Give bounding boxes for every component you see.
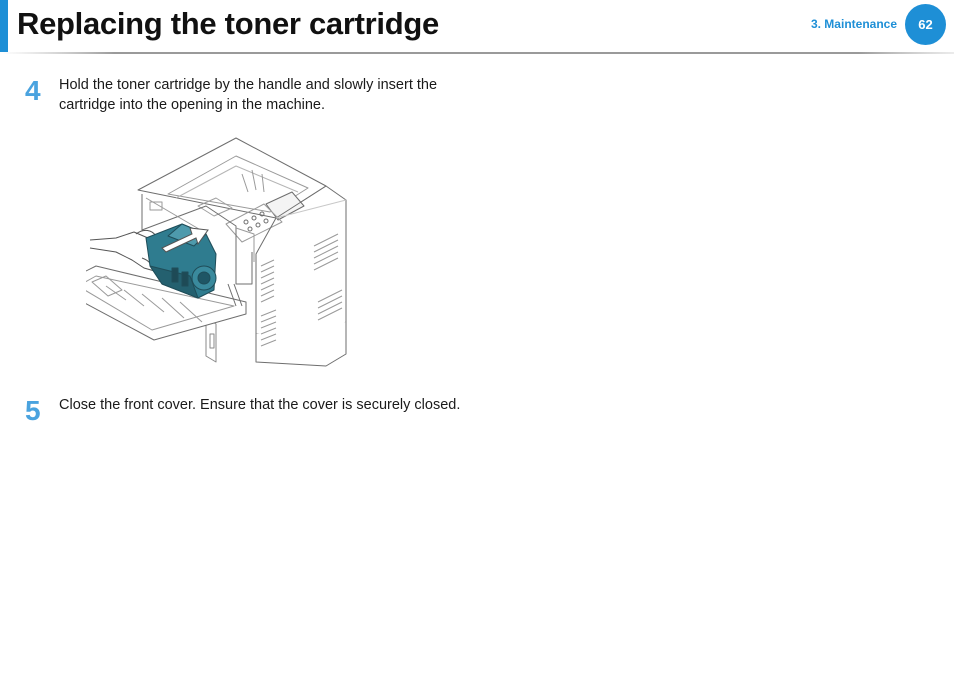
header-accent-bar [0, 0, 8, 52]
page-title: Replacing the toner cartridge [17, 6, 439, 41]
step-text: Hold the toner cartridge by the handle a… [59, 77, 438, 113]
printer-toner-insert-illustration [86, 137, 347, 367]
page-number-badge: 62 [905, 4, 946, 45]
step-number: 5 [25, 395, 41, 426]
step-text: Close the front cover. Ensure that the c… [59, 397, 461, 413]
step-number: 4 [25, 75, 41, 106]
section-label: 3. Maintenance [810, 17, 897, 31]
header-divider [0, 52, 954, 54]
